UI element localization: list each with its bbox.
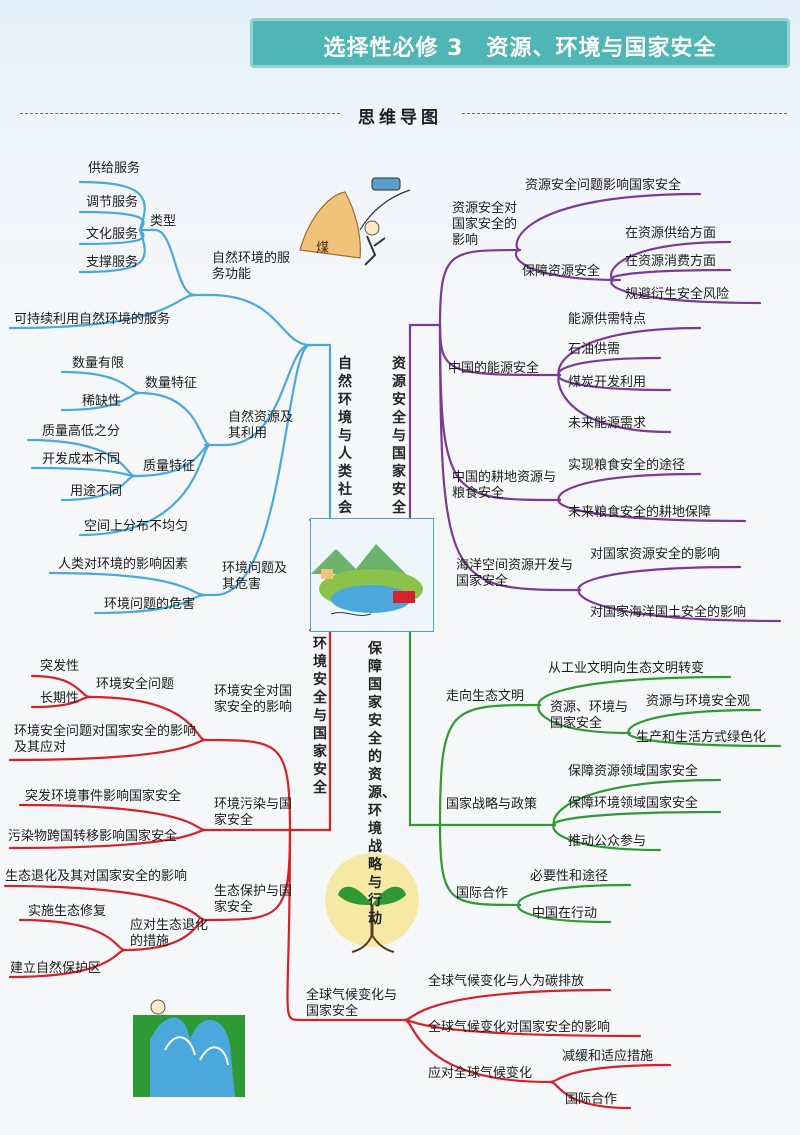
problem-hazards: 环境问题的危害 bbox=[104, 597, 196, 612]
natural-resources-label: 自然资源及其利用 bbox=[228, 410, 294, 441]
oil-supply-demand: 石油供需 bbox=[568, 342, 621, 357]
national-strategy-label: 国家战略与政策 bbox=[446, 797, 538, 812]
mitigation-adaptation: 减缓和适应措施 bbox=[562, 1049, 654, 1064]
center-landscape-image bbox=[310, 518, 434, 632]
green-lifestyle: 生产和生活方式绿色化 bbox=[636, 730, 767, 745]
chapter-title: 选择性必修 3 资源、环境与国家安全 bbox=[323, 36, 717, 61]
env-security-problem: 环境安全问题 bbox=[96, 677, 175, 692]
uneven-distribution: 空间上分布不均匀 bbox=[84, 519, 189, 534]
red-connectors bbox=[3, 628, 672, 1110]
environmental-problems-label: 环境问题及其危害 bbox=[222, 561, 288, 592]
resource-issue-impact: 资源安全问题影响国家安全 bbox=[525, 178, 682, 193]
quantity-limited: 数量有限 bbox=[72, 356, 125, 371]
coal-label: 煤 bbox=[316, 241, 329, 256]
branch-title-strategy: 保障国家安全的资源、环境战略与行动 bbox=[368, 641, 396, 927]
sprout-illustration bbox=[325, 853, 419, 953]
resource-field-security: 保障资源领域国家安全 bbox=[568, 764, 699, 779]
nature-reserve: 建立自然保护区 bbox=[10, 961, 102, 976]
quality-use: 用途不同 bbox=[70, 484, 123, 499]
eco-civilization-label: 走向生态文明 bbox=[446, 689, 525, 704]
branch-title-resource: 资源安全与国家安全 bbox=[392, 356, 406, 516]
sustainable-service: 可持续利用自然环境的服务 bbox=[14, 312, 171, 327]
necessity-and-path: 必要性和途径 bbox=[530, 869, 609, 884]
guarantee-risk: 规避衍生安全风险 bbox=[625, 287, 730, 302]
quantity-feature-label: 数量特征 bbox=[145, 376, 198, 391]
service-type-culture: 文化服务 bbox=[86, 227, 139, 242]
public-participation: 推动公众参与 bbox=[568, 834, 647, 849]
china-in-action: 中国在行动 bbox=[532, 906, 598, 921]
climate-carbon: 全球气候变化与人为碳排放 bbox=[428, 974, 585, 989]
service-type-supply: 供给服务 bbox=[88, 161, 141, 176]
climate-respond: 应对全球气候变化 bbox=[428, 1066, 533, 1081]
international-cooperation-climate: 国际合作 bbox=[565, 1092, 618, 1107]
subtitle: 思维导图 bbox=[358, 108, 442, 128]
service-type-support: 支撑服务 bbox=[86, 255, 139, 270]
food-security-path: 实现粮食安全的途径 bbox=[568, 458, 686, 473]
guarantee-consumption: 在资源消费方面 bbox=[625, 254, 717, 269]
branch-title-nature: 自然环境与人类社会 bbox=[338, 356, 352, 516]
climate-security-impact: 全球气候变化对国家安全的影响 bbox=[428, 1020, 611, 1035]
future-energy-demand: 未来能源需求 bbox=[568, 416, 647, 431]
quality-cost: 开发成本不同 bbox=[42, 452, 121, 467]
climate-security-label: 全球气候变化与国家安全 bbox=[306, 988, 398, 1019]
env-problem-sudden: 突发性 bbox=[40, 659, 80, 674]
env-security-impact-label: 环境安全对国家安全的影响 bbox=[214, 684, 293, 715]
subtitle-divider-left bbox=[20, 113, 340, 114]
coal-miner-illustration bbox=[299, 177, 411, 266]
farmland-security-label: 中国的耕地资源与粮食安全 bbox=[452, 470, 557, 501]
quality-grade: 质量高低之分 bbox=[42, 424, 121, 439]
resource-impact-label: 资源安全对国家安全的影响 bbox=[452, 201, 518, 248]
chapter-title-banner: 选择性必修 3 资源、环境与国家安全 bbox=[250, 18, 790, 68]
coal-development: 煤炭开发利用 bbox=[568, 375, 647, 390]
ocean-space-label: 海洋空间资源开发与国家安全 bbox=[456, 558, 574, 589]
green-connectors bbox=[408, 628, 782, 924]
env-problem-response: 环境安全问题对国家安全的影响及其应对 bbox=[14, 724, 197, 755]
service-type-regulation: 调节服务 bbox=[86, 195, 139, 210]
env-field-security: 保障环境领域国家安全 bbox=[568, 796, 699, 811]
security-outlook: 资源与环境安全观 bbox=[646, 694, 751, 709]
service-types-label: 类型 bbox=[150, 214, 177, 229]
subtitle-divider-right bbox=[462, 113, 787, 114]
guarantee-resource: 保障资源安全 bbox=[522, 264, 601, 279]
pollutant-transfer: 污染物跨国转移影响国家安全 bbox=[8, 829, 178, 844]
pollution-security-label: 环境污染与国家安全 bbox=[214, 797, 293, 828]
quantity-scarcity: 稀缺性 bbox=[82, 394, 122, 409]
eco-protection-label: 生态保护与国家安全 bbox=[214, 884, 293, 915]
branch-title-environment: 环境安全与国家安全 bbox=[313, 636, 327, 796]
eco-restoration: 实施生态修复 bbox=[28, 904, 107, 919]
service-function-label: 自然环境的服务功能 bbox=[212, 251, 291, 282]
flood-illustration bbox=[133, 999, 245, 1097]
blue-connectors bbox=[8, 180, 332, 615]
eco-degradation: 生态退化及其对国家安全的影响 bbox=[5, 869, 188, 884]
future-farmland-guarantee: 未来粮食安全的耕地保障 bbox=[568, 505, 712, 520]
industrial-to-ecological: 从工业文明向生态文明转变 bbox=[548, 661, 705, 676]
ocean-territory-impact: 对国家海洋国土安全的影响 bbox=[590, 605, 747, 620]
intl-cooperation-label: 国际合作 bbox=[456, 886, 509, 901]
sudden-env-event: 突发环境事件影响国家安全 bbox=[25, 789, 182, 804]
ocean-resource-impact: 对国家资源安全的影响 bbox=[590, 547, 721, 562]
energy-security-label: 中国的能源安全 bbox=[448, 361, 540, 376]
degradation-measures: 应对生态退化的措施 bbox=[130, 918, 209, 949]
quality-feature-label: 质量特征 bbox=[143, 459, 196, 474]
resource-env-security: 资源、环境与国家安全 bbox=[550, 700, 629, 731]
guarantee-supply: 在资源供给方面 bbox=[625, 226, 717, 241]
env-problem-longterm: 长期性 bbox=[40, 691, 80, 706]
human-impact-factors: 人类对环境的影响因素 bbox=[58, 557, 189, 572]
energy-supply-demand: 能源供需特点 bbox=[568, 312, 647, 327]
purple-connectors bbox=[408, 192, 782, 623]
